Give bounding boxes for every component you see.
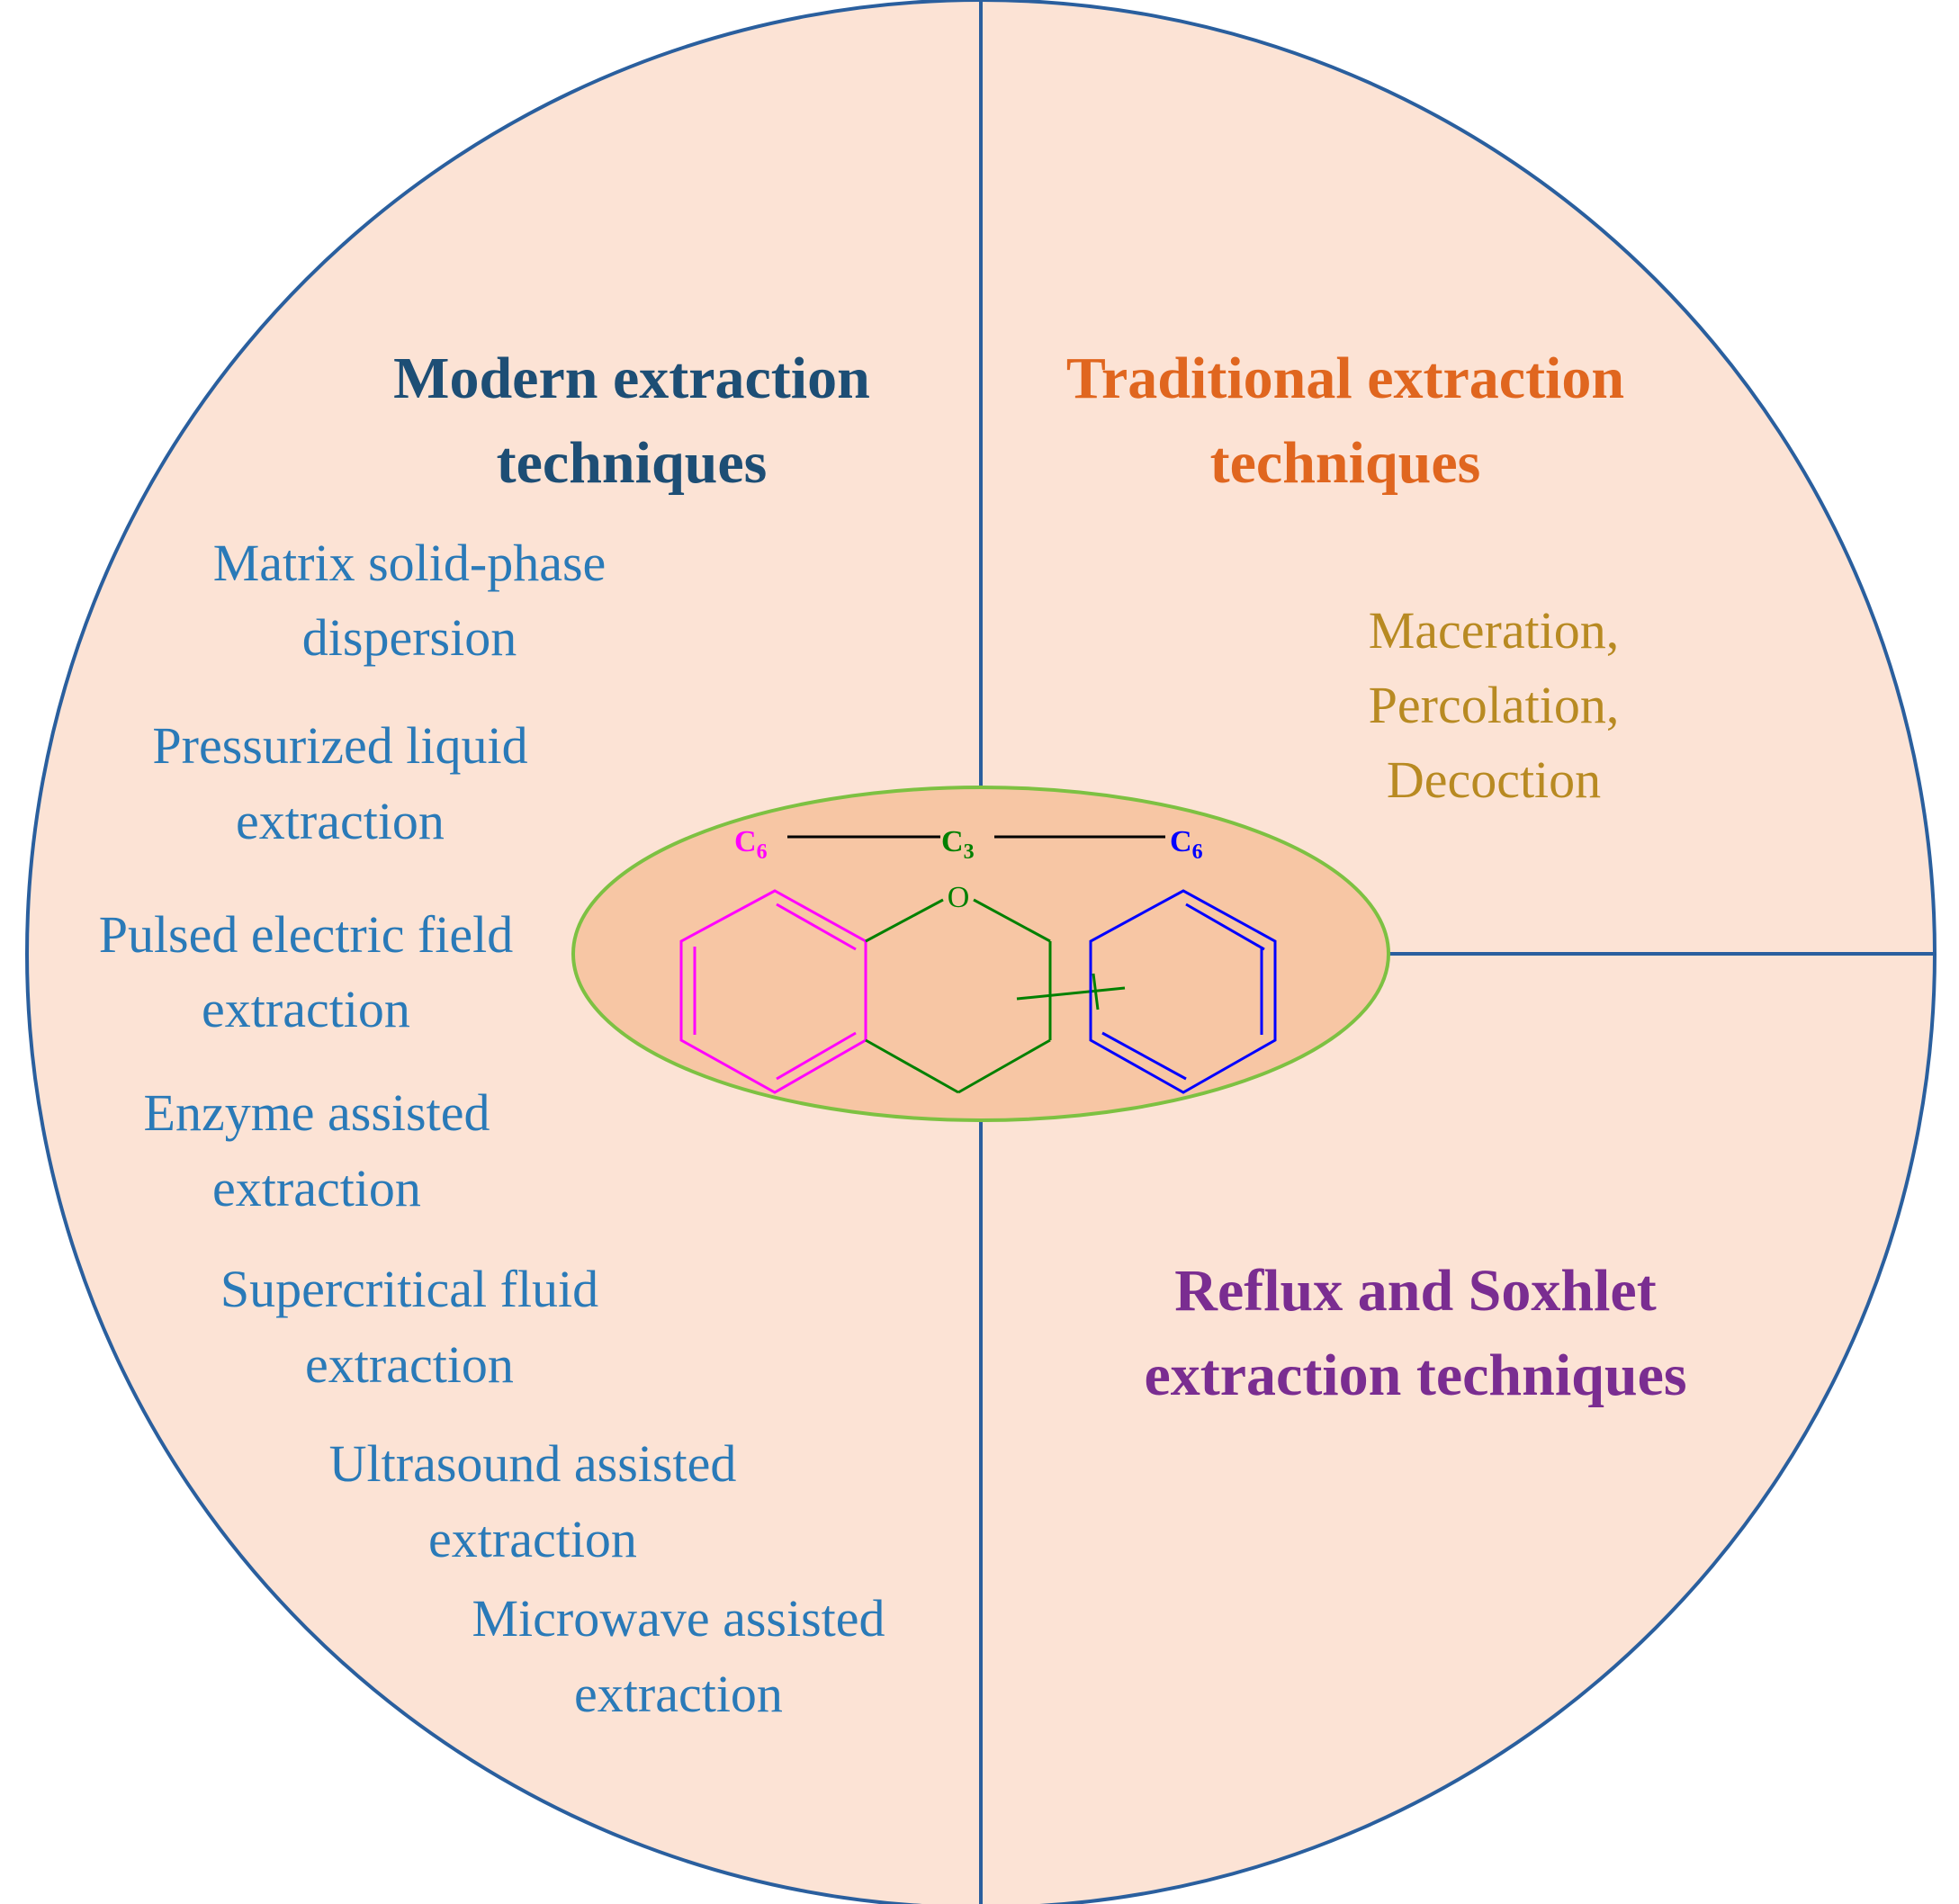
modern-item-2-line1: Pressurized liquid xyxy=(152,716,527,775)
traditional-items-list: Maceration, Percolation, Decoction xyxy=(1369,601,1620,809)
c3-label: C3 xyxy=(941,825,975,864)
reflux-heading-line1: Reflux and Soxhlet xyxy=(1174,1258,1656,1324)
modern-heading-line1: Modern extraction xyxy=(393,346,870,411)
traditional-heading-line2: techniques xyxy=(1210,430,1481,496)
modern-item-4-line1: Enzyme assisted xyxy=(144,1083,490,1142)
modern-item-6-line2: extraction xyxy=(428,1510,637,1568)
modern-item-7-line2: extraction xyxy=(574,1665,783,1723)
structure-ellipse xyxy=(571,786,1390,1122)
traditional-item-decoction: Decoction xyxy=(1387,750,1601,809)
oxygen-label: O xyxy=(948,881,970,914)
modern-item-2-line2: extraction xyxy=(236,792,445,850)
c6-left-label: C6 xyxy=(734,825,768,864)
modern-heading-line2: techniques xyxy=(497,430,768,496)
traditional-item-maceration: Maceration, xyxy=(1369,601,1620,660)
modern-item-3-line2: extraction xyxy=(202,980,410,1038)
ring-c xyxy=(865,898,1126,1094)
modern-items-list: Matrix solid-phase dispersion Pressurize… xyxy=(99,534,885,1723)
reflux-heading-line2: extraction techniques xyxy=(1144,1343,1686,1408)
skeleton-formula: C6 C3 C6 xyxy=(734,825,1203,864)
modern-item-7-line1: Microwave assisted xyxy=(472,1589,885,1648)
modern-item-1-line2: dispersion xyxy=(302,608,517,667)
modern-item-3-line1: Pulsed electric field xyxy=(99,905,514,964)
modern-item-6-line1: Ultrasound assisted xyxy=(329,1434,737,1493)
modern-item-5-line1: Supercritical fluid xyxy=(220,1260,598,1318)
modern-item-1-line1: Matrix solid-phase xyxy=(213,534,607,592)
ring-b xyxy=(1089,889,1277,1094)
flavonoid-structure: C6 C3 C6 O xyxy=(571,786,1390,1122)
modern-item-4-line2: extraction xyxy=(212,1159,421,1217)
traditional-heading-line1: Traditional extraction xyxy=(1066,346,1624,411)
c6-right-label: C6 xyxy=(1170,825,1203,864)
traditional-item-percolation: Percolation, xyxy=(1369,676,1620,734)
modern-item-5-line2: extraction xyxy=(305,1335,514,1394)
